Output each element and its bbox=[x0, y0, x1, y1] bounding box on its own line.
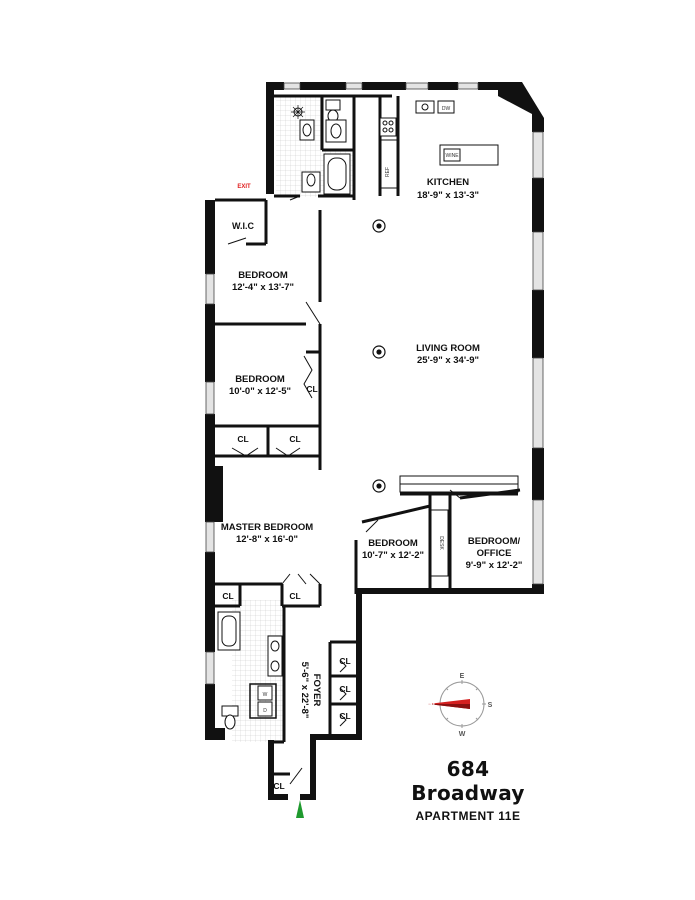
closet-label-5: CL bbox=[289, 591, 300, 601]
room-labels: KITCHEN 18'-9" x 13'-3" LIVING ROOM 25'-… bbox=[221, 177, 523, 718]
washer-icon bbox=[257, 685, 273, 701]
closet-label-2: CL bbox=[237, 434, 248, 444]
bedroom2-name: BEDROOM bbox=[235, 374, 285, 385]
title-block: 684 Broadway APARTMENT 11E bbox=[388, 757, 548, 823]
desk-label: DESK bbox=[438, 536, 444, 550]
master-dims: 12'-8" x 16'-0" bbox=[236, 534, 298, 545]
built-ins bbox=[379, 139, 519, 577]
bath-fixtures bbox=[217, 99, 351, 730]
foyer-name: FOYER bbox=[311, 674, 322, 707]
kitchen-name: KITCHEN bbox=[427, 177, 469, 188]
foyer-dims: 5'-6" x 22'-8" bbox=[299, 662, 310, 719]
closet-label-9: CL bbox=[273, 781, 284, 791]
closet-label-8: CL bbox=[339, 711, 350, 721]
closet-label-7: CL bbox=[339, 684, 350, 694]
bedroom1-name: BEDROOM bbox=[238, 270, 288, 281]
dryer-icon bbox=[257, 701, 273, 717]
bedroom1-dims: 12'-4" x 13'-7" bbox=[232, 282, 294, 293]
compass-n: N bbox=[429, 701, 435, 710]
ref-label: REF bbox=[385, 167, 391, 177]
wine-label: WINE bbox=[445, 153, 459, 159]
columns bbox=[372, 219, 386, 493]
entry-arrow-icon bbox=[296, 800, 304, 818]
sink bbox=[415, 100, 435, 114]
bedroom3-name: BEDROOM bbox=[368, 538, 418, 549]
interior-walls bbox=[215, 94, 521, 776]
compass-rose: N E S W bbox=[428, 673, 493, 738]
office-name-1: BEDROOM/ bbox=[468, 536, 521, 547]
compass-e: E bbox=[460, 673, 465, 680]
bedroom2-dims: 10'-0" x 12'-5" bbox=[229, 386, 291, 397]
closet-label-6: CL bbox=[339, 656, 350, 666]
exit-label: EXIT bbox=[237, 184, 251, 190]
kitchen-dims: 18'-9" x 13'-3" bbox=[417, 190, 479, 201]
kitchen-island bbox=[439, 144, 499, 166]
office-dims: 9'-9" x 12'-2" bbox=[466, 560, 523, 571]
living-dims: 25'-9" x 34'-9" bbox=[417, 355, 479, 366]
office-name-2: OFFICE bbox=[477, 548, 512, 559]
building-address: 684 Broadway bbox=[411, 757, 525, 805]
wic-label: W.I.C bbox=[232, 221, 254, 231]
closet-label-3: CL bbox=[289, 434, 300, 444]
master-name: MASTER BEDROOM bbox=[221, 522, 313, 533]
door-swings bbox=[227, 195, 461, 785]
dryer-label: D bbox=[263, 708, 267, 714]
closet-label-4: CL bbox=[222, 591, 233, 601]
dw-label: DW bbox=[442, 106, 451, 112]
small-labels: W.I.C EXIT CL CL CL CL CL CL CL CL CL DE… bbox=[222, 106, 459, 791]
stove bbox=[379, 117, 397, 137]
washer-label: W bbox=[263, 692, 268, 698]
kitchen-fixtures bbox=[379, 100, 499, 166]
windows bbox=[205, 82, 544, 685]
dishwasher bbox=[437, 100, 455, 114]
apartment-number: APARTMENT 11E bbox=[415, 809, 521, 823]
bedroom3-dims: 10'-7" x 12'-2" bbox=[362, 550, 424, 561]
compass-w: W bbox=[459, 731, 466, 738]
living-name: LIVING ROOM bbox=[416, 343, 480, 354]
exterior-walls bbox=[205, 82, 544, 800]
closet-label-1: CL bbox=[306, 384, 317, 394]
compass-s: S bbox=[488, 702, 493, 709]
